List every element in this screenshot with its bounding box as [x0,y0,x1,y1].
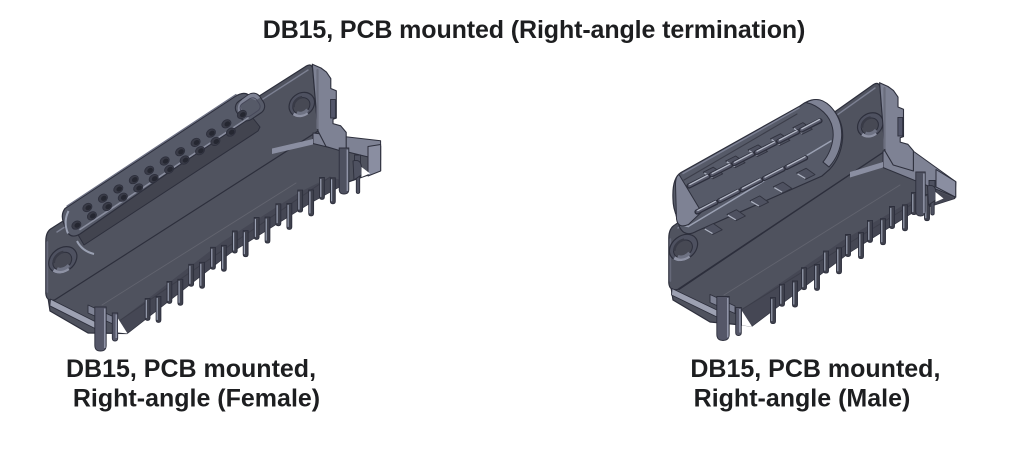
svg-text:Right-angle (Female): Right-angle (Female) [73,385,320,413]
svg-text:DB15, PCB mounted,: DB15, PCB mounted, [66,355,316,383]
svg-text:DB15, PCB mounted,: DB15, PCB mounted, [690,355,940,383]
svg-text:Right-angle (Male): Right-angle (Male) [694,385,911,413]
svg-text:DB15, PCB mounted (Right-angle: DB15, PCB mounted (Right-angle terminati… [263,16,806,44]
